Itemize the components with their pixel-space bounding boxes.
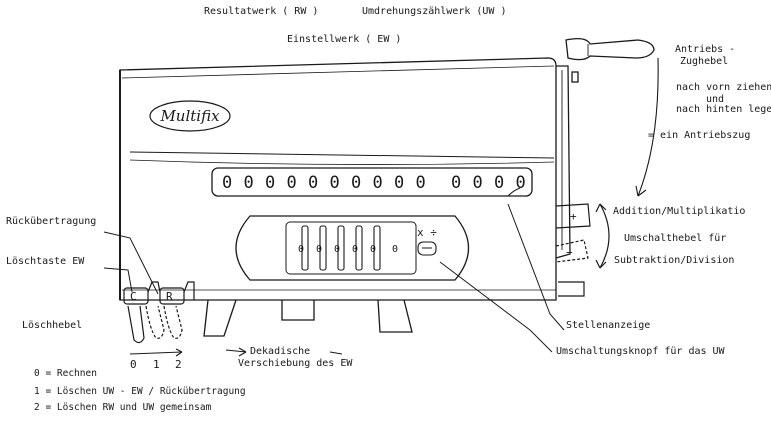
result-digit: 0 xyxy=(330,173,340,193)
label-subtraktion: Subtraktion/Division xyxy=(614,255,735,266)
label-dekadische-2: Verschiebung des EW xyxy=(238,358,353,369)
result-digit: 0 xyxy=(373,173,383,193)
label-dekadische-1: Dekadische xyxy=(250,346,311,357)
clear-lever[interactable] xyxy=(127,305,183,344)
leader-lines xyxy=(103,203,565,353)
brand-logo-text: Multifix xyxy=(159,107,220,125)
setting-digit: 0 xyxy=(370,244,376,255)
legend-line-0: 0 = Rechnen xyxy=(34,368,97,379)
label-antriebs-desc-4: = ein Antriebszug xyxy=(648,130,751,141)
setting-slot[interactable] xyxy=(301,225,309,271)
legend-line-1: 1 = Löschen UW - EW / Rückübertragung xyxy=(34,386,246,397)
label-antriebs-desc-2: und xyxy=(706,94,725,105)
setting-slot[interactable] xyxy=(373,225,381,271)
op-knob[interactable]: x ÷ xyxy=(417,226,437,256)
legend-line-2: 2 = Löschen RW und UW gemeinsam xyxy=(34,402,212,413)
setting-digit: 0 xyxy=(392,244,398,255)
setting-slot[interactable] xyxy=(337,225,345,271)
clear-keys xyxy=(123,281,195,305)
setting-digit: 0 xyxy=(334,244,340,255)
setting-slots: 0 0 0 0 0 0 xyxy=(298,225,398,271)
result-digit: 0 xyxy=(308,173,318,193)
label-umschalthebel: Umschalthebel für xyxy=(624,233,727,244)
op-symbols: x ÷ xyxy=(417,226,437,239)
label-resultatwerk: Resultatwerk ( RW ) xyxy=(204,6,319,17)
lever-minus: − xyxy=(566,246,573,259)
result-digit: 0 xyxy=(473,173,483,193)
setting-register xyxy=(235,215,469,281)
position-1: 1 xyxy=(153,358,160,371)
result-digit: 0 xyxy=(494,173,504,193)
result-digit: 0 xyxy=(244,173,254,193)
result-digit: 0 xyxy=(416,173,426,193)
setting-slot[interactable] xyxy=(355,225,363,271)
result-digit: 0 xyxy=(287,173,297,193)
result-digit: 0 xyxy=(516,173,526,193)
position-arrow: 0 1 2 xyxy=(129,348,183,371)
setting-digit: 0 xyxy=(352,244,358,255)
label-rueckuebertragung: Rückübertragung xyxy=(6,216,97,227)
key-c[interactable]: C xyxy=(130,290,137,303)
result-digit: 0 xyxy=(394,173,404,193)
result-digit: 0 xyxy=(265,173,275,193)
label-umdrehungszaehlwerk: Umdrehungszählwerk (UW ) xyxy=(362,6,507,17)
base-levers xyxy=(203,299,413,337)
label-addition: Addition/Multiplikatio xyxy=(613,206,746,217)
key-r[interactable]: R xyxy=(166,290,173,303)
label-antriebs-2: Zughebel xyxy=(680,56,729,67)
label-loeschtaste: Löschtaste EW xyxy=(6,256,85,267)
label-antriebs-desc-3: nach hinten legen xyxy=(676,104,771,115)
label-loeschhebel: Löschhebel xyxy=(22,320,83,331)
drive-handle[interactable] xyxy=(555,38,655,259)
result-digit: 0 xyxy=(222,173,232,193)
pull-arrow xyxy=(635,57,659,197)
shift-arrow xyxy=(225,347,343,357)
setting-digit: 0 xyxy=(298,244,304,255)
result-digit: 0 xyxy=(451,173,461,193)
lever-plus: + xyxy=(570,210,577,223)
position-2: 2 xyxy=(175,358,182,371)
setting-slot[interactable] xyxy=(319,225,327,271)
result-digit: 0 xyxy=(351,173,361,193)
label-antriebs-desc-1: nach vorn ziehen xyxy=(676,82,771,93)
switch-lever[interactable] xyxy=(555,203,610,297)
brand-logo: Multifix xyxy=(149,100,231,132)
label-einstellwerk: Einstellwerk ( EW ) xyxy=(287,34,402,45)
position-0: 0 xyxy=(130,358,137,371)
label-antriebs-1: Antriebs - xyxy=(675,44,736,55)
setting-digit: 0 xyxy=(316,244,322,255)
label-umschaltungsknopf: Umschaltungsknopf für das UW xyxy=(556,346,725,357)
label-stellenanzeige: Stellenanzeige xyxy=(566,320,651,331)
